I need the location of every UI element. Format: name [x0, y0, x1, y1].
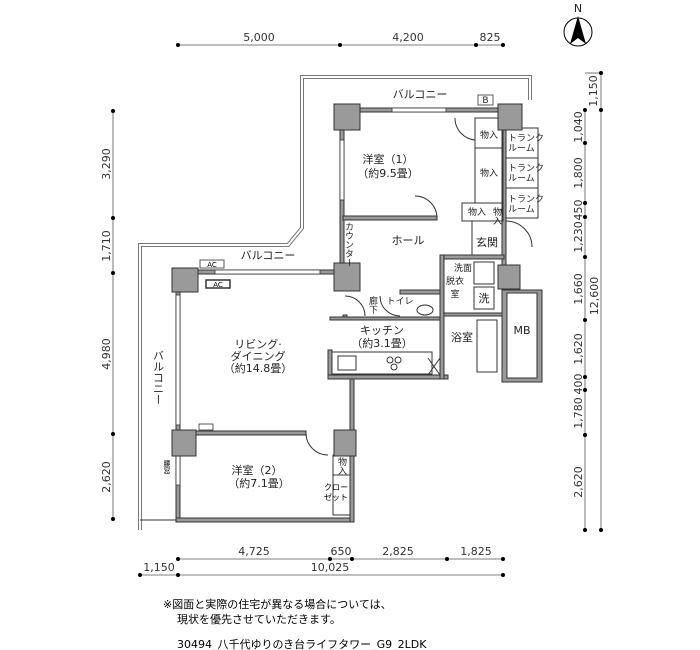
bottom-dimensions: 4,725 650 2,825 1,825 1,150 10,025 [138, 545, 505, 577]
room-labels: バルコニー B 洋室（1） （約9.5畳） 物入 物入 物入 物入 トランク ル… [152, 88, 545, 502]
mb-label: MB [513, 324, 530, 337]
waist-window-label: 腰窓 [163, 460, 171, 474]
balcony-top-label: バルコニー [393, 88, 448, 101]
trunk-room-2-label-b: ルーム [508, 173, 535, 184]
trunk-room-3-label-a: トランク [508, 194, 544, 205]
bath-label: 浴室 [451, 330, 473, 344]
washer-label: 洗 [479, 292, 490, 305]
dim-left-3: 4,980 [100, 338, 113, 370]
top-dimensions: 5,000 4,200 825 [176, 31, 505, 47]
toilet-label: トイレ [386, 297, 413, 307]
note-line-1: ※図面と実際の住宅が異なる場合については、 [163, 597, 392, 611]
western-room-1-size: （約9.5畳） [357, 166, 419, 180]
dim-right-7: 1,620 [572, 333, 585, 365]
trunk-room-3-label-b: ルーム [508, 204, 535, 215]
dim-right-10: 2,620 [572, 466, 585, 498]
stove-icon [386, 356, 402, 371]
plan-caption: 30494_八千代ゆりのき台ライフタワー_G9_2LDK [177, 637, 427, 650]
dim-bottom-3: 2,825 [382, 545, 414, 558]
dim-right-3: 1,800 [572, 157, 585, 189]
kitchen-label: キッチン [360, 324, 404, 337]
dim-right-5: 1,230 [572, 221, 585, 253]
right-dimensions: 1,150 1,040 1,800 450 1,230 1,660 1,620 … [572, 71, 603, 532]
dim-bottom-left: 1,150 [143, 561, 175, 574]
storage-5-label: 物入 [336, 456, 347, 475]
b-mark: B [482, 96, 488, 106]
dim-right-9: 1,780 [572, 397, 585, 429]
dim-left-4: 2,620 [100, 461, 113, 493]
entrance-label: 玄関 [476, 235, 498, 249]
dim-right-4: 450 [572, 200, 585, 221]
closet-label-2: ゼット [324, 492, 348, 502]
dim-bottom-1: 4,725 [238, 545, 270, 558]
note-line-2: 現状を優先させていただきます。 [177, 612, 341, 626]
ldk-label-2: ダイニング [231, 349, 286, 363]
ldk-label-1: リビング· [234, 337, 282, 351]
notes: ※図面と実際の住宅が異なる場合については、 現状を優先させていただきます。 30… [163, 597, 427, 650]
walls [171, 103, 543, 523]
trunk-room-1-label-b: ルーム [508, 143, 535, 154]
north-label: N [574, 2, 582, 15]
storage-2-label: 物入 [480, 167, 498, 179]
western-room-2-label: 洋室（2） [232, 463, 283, 477]
counter-label: カウンター [343, 222, 354, 267]
ac-label-2: AC [213, 281, 223, 289]
storage-4-label: 物入 [491, 206, 502, 225]
dim-bottom-2: 650 [331, 545, 352, 558]
western-room-1-label: 洋室（1） [363, 152, 414, 166]
dim-top-1: 5,000 [243, 31, 275, 44]
dim-top-2: 4,200 [392, 31, 424, 44]
balcony-left-label: バルコニー [152, 350, 165, 405]
balcony-rail [138, 75, 532, 530]
closet-label-1: クロー [324, 483, 348, 492]
washroom-label-3: 室 [450, 288, 459, 300]
dim-left-2: 1,710 [100, 230, 113, 262]
dim-bottom-total: 10,025 [311, 561, 350, 574]
trunk-room-1-label-a: トランク [508, 133, 544, 144]
dim-left-1: 3,290 [100, 148, 113, 180]
kitchen-size: （約3.1畳） [351, 336, 413, 350]
dim-right-6: 1,660 [572, 273, 585, 305]
dim-right-1: 1,150 [587, 75, 600, 107]
dim-right-total: 12,600 [588, 277, 601, 316]
balcony-mid-label: バルコニー [241, 249, 296, 262]
dim-bottom-4: 1,825 [460, 545, 492, 558]
ldk-size: （約14.8畳） [224, 361, 293, 375]
dim-right-2: 1,040 [572, 111, 585, 143]
washroom-label-1: 洗面 [454, 262, 472, 274]
north-arrow-icon: N [563, 2, 593, 47]
storage-1-label: 物入 [480, 129, 498, 141]
hall-label: ホール [392, 234, 425, 247]
western-room-2-size: （約7.1畳） [228, 476, 290, 490]
dim-top-3: 825 [480, 31, 501, 44]
ac-label-1: AC [207, 261, 217, 269]
storage-3-label: 物入 [468, 206, 486, 218]
trunk-room-2-label-a: トランク [508, 163, 544, 174]
left-dimensions: 3,290 1,710 4,980 2,620 [100, 109, 115, 521]
corridor-label: 廊下 [367, 295, 378, 315]
dim-right-8: 400 [572, 374, 585, 395]
washroom-label-2: 脱衣 [446, 275, 464, 287]
